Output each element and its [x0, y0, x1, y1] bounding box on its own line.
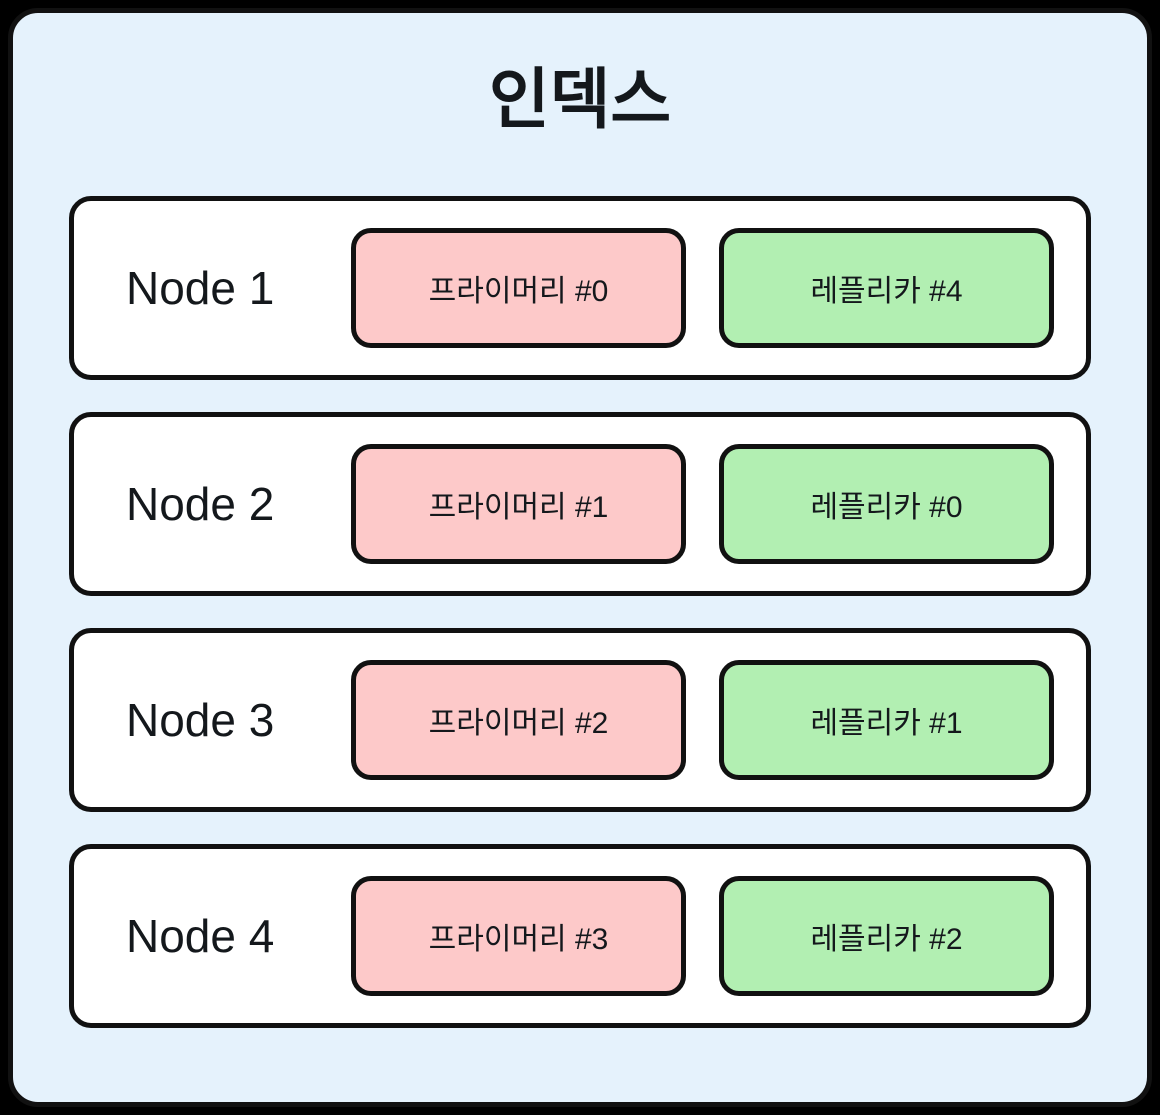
node-list: Node 1 프라이머리 #0 레플리카 #4 Node 2 프라이머리 #1 … [69, 195, 1091, 1028]
replica-shard-chip[interactable]: 레플리카 #0 [719, 443, 1054, 564]
node-row[interactable]: Node 3 프라이머리 #2 레플리카 #1 [69, 627, 1091, 812]
node-row[interactable]: Node 4 프라이머리 #3 레플리카 #2 [69, 843, 1091, 1028]
replica-shard-chip[interactable]: 레플리카 #1 [719, 659, 1054, 780]
replica-shard-chip[interactable]: 레플리카 #2 [719, 875, 1054, 996]
node-row[interactable]: Node 1 프라이머리 #0 레플리카 #4 [69, 195, 1091, 380]
primary-shard-chip[interactable]: 프라이머리 #1 [351, 443, 686, 564]
node-label: Node 2 [126, 477, 275, 530]
primary-shard-chip[interactable]: 프라이머리 #0 [351, 227, 686, 348]
primary-shard-chip[interactable]: 프라이머리 #3 [351, 875, 686, 996]
node-label: Node 3 [126, 693, 275, 746]
replica-shard-chip[interactable]: 레플리카 #4 [719, 227, 1054, 348]
primary-shard-chip[interactable]: 프라이머리 #2 [351, 659, 686, 780]
node-label: Node 4 [126, 909, 275, 962]
node-label: Node 1 [126, 261, 275, 314]
index-title: 인덱스 [488, 62, 672, 136]
node-row[interactable]: Node 2 프라이머리 #1 레플리카 #0 [69, 411, 1091, 596]
index-panel: 인덱스 Node 1 프라이머리 #0 레플리카 #4 Node 2 프라이머리… [8, 8, 1152, 1107]
